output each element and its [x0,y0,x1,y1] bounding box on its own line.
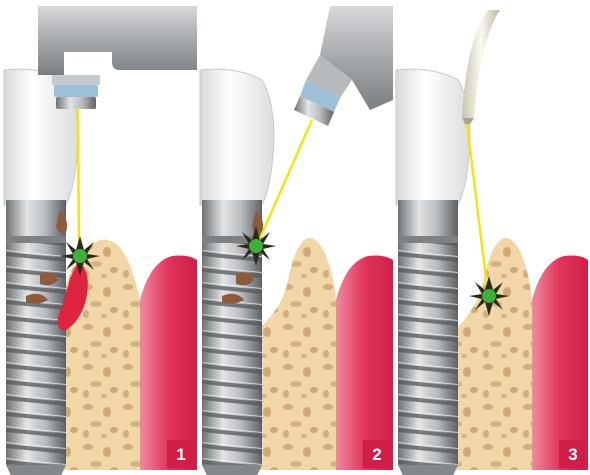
panel-3-gum [532,256,588,471]
panel-3-number: 3 [568,445,577,464]
panel-3-bone-decortication: 3 [396,6,588,475]
laser-spot-icon [60,236,100,276]
panel-1-laser-beam [78,109,79,256]
dental-implant-icon [6,200,66,475]
dental-implant-icon [398,200,458,475]
laser-spot-icon [236,226,276,266]
panel-2-laser-detoxification: 2 [200,6,393,475]
panel-2-number: 2 [372,445,381,464]
panel-1-laser-decontamination: 1 [4,6,197,475]
panel-1-gum [140,256,197,471]
laser-spot-icon [469,276,509,316]
panel-2-gum [336,256,393,471]
panel-3-crown [396,69,470,205]
panel-1-number: 1 [176,445,185,464]
panel-2-crown [200,69,274,205]
